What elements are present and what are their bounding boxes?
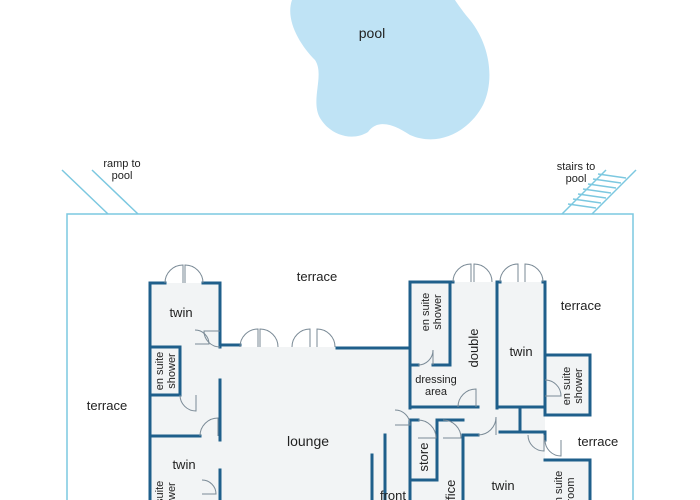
room-en-suite-right-line1: en suite: [561, 367, 573, 406]
room-en-suite-left-line1: en suite: [154, 352, 166, 391]
terrace-top-label: terrace: [297, 269, 337, 284]
room-twin-top-left: twin: [169, 305, 192, 320]
room-office: office: [443, 480, 458, 500]
room-en-suite-room-line2: room: [565, 477, 577, 500]
ramp-label-line2: pool: [112, 170, 133, 182]
room-twin-bottom-center: twin: [491, 478, 514, 493]
room-dressing-line2: area: [425, 386, 448, 398]
interior-floor: [150, 282, 590, 500]
stairs-label-line1: stairs to: [557, 161, 596, 173]
walls: [148, 280, 592, 500]
terrace-right-bottom-label: terrace: [578, 434, 618, 449]
pool-label: pool: [359, 25, 385, 41]
room-en-suite-center-line2: shower: [432, 294, 444, 330]
pool-shape: [290, 0, 490, 140]
room-twin-bottom-left: twin: [172, 457, 195, 472]
doors: [164, 263, 562, 495]
terrace-right-top-label: terrace: [561, 298, 601, 313]
room-en-suite-room-line1: en suite: [553, 471, 565, 500]
room-en-suite-bottom-left-line1: en suite: [154, 481, 166, 500]
stairs: [561, 169, 637, 215]
room-dressing-line1: dressing: [415, 374, 457, 386]
room-store: store: [416, 443, 431, 472]
room-en-suite-center-line1: en suite: [420, 293, 432, 332]
room-lounge: lounge: [287, 433, 329, 449]
room-twin-right: twin: [509, 344, 532, 359]
ramp-label-line1: ramp to: [103, 158, 140, 170]
ramp: [61, 169, 139, 215]
room-en-suite-left-line2: shower: [166, 353, 178, 389]
room-double: double: [466, 328, 481, 367]
stairs-label-line2: pool: [566, 173, 587, 185]
room-en-suite-bottom-left-line2: shower: [166, 482, 178, 500]
terrace-outline: [66, 213, 634, 500]
room-en-suite-right-line2: shower: [573, 368, 585, 404]
room-front: front: [380, 488, 406, 500]
terrace-left-label: terrace: [87, 398, 127, 413]
